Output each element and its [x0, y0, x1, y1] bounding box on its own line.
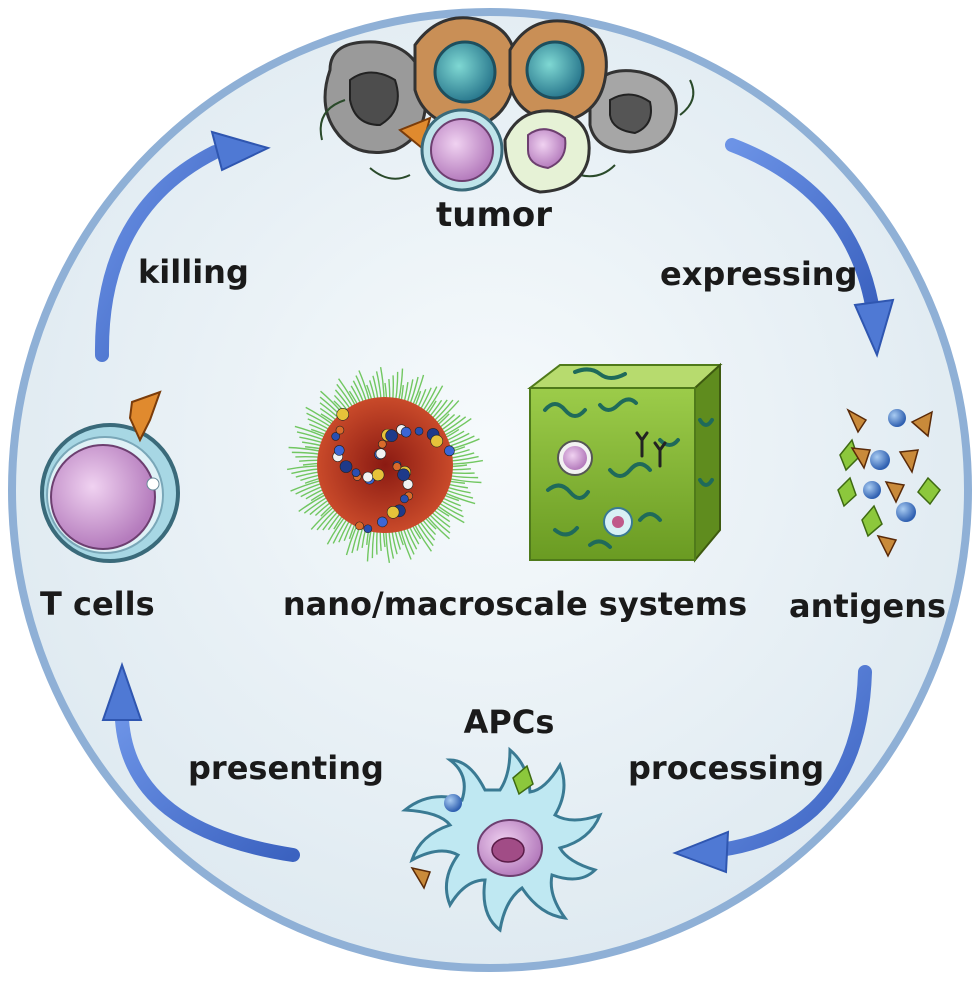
label-t-cells: T cells — [40, 585, 155, 623]
arrow-expressing — [725, 138, 895, 358]
cycle-circle — [8, 8, 972, 972]
label-expressing: expressing — [660, 255, 858, 293]
label-processing: processing — [628, 749, 825, 787]
tumor-cluster-icon — [319, 16, 695, 194]
arrow-processing — [672, 665, 872, 874]
nanoparticle-icon — [286, 366, 484, 564]
antigens-icon — [837, 408, 941, 558]
arrow-presenting — [101, 661, 300, 862]
label-antigens: antigens — [789, 587, 947, 625]
label-center-systems: nano/macroscale systems — [282, 585, 748, 623]
arrow-killing — [94, 130, 271, 362]
label-tumor: tumor — [435, 195, 553, 235]
apc-dendritic-cell-icon — [401, 746, 603, 933]
label-apcs: APCs — [463, 703, 555, 741]
label-killing: killing — [138, 253, 249, 291]
hydrogel-cube-icon — [527, 362, 723, 563]
label-presenting: presenting — [188, 749, 384, 787]
t-cell-icon — [40, 390, 180, 563]
